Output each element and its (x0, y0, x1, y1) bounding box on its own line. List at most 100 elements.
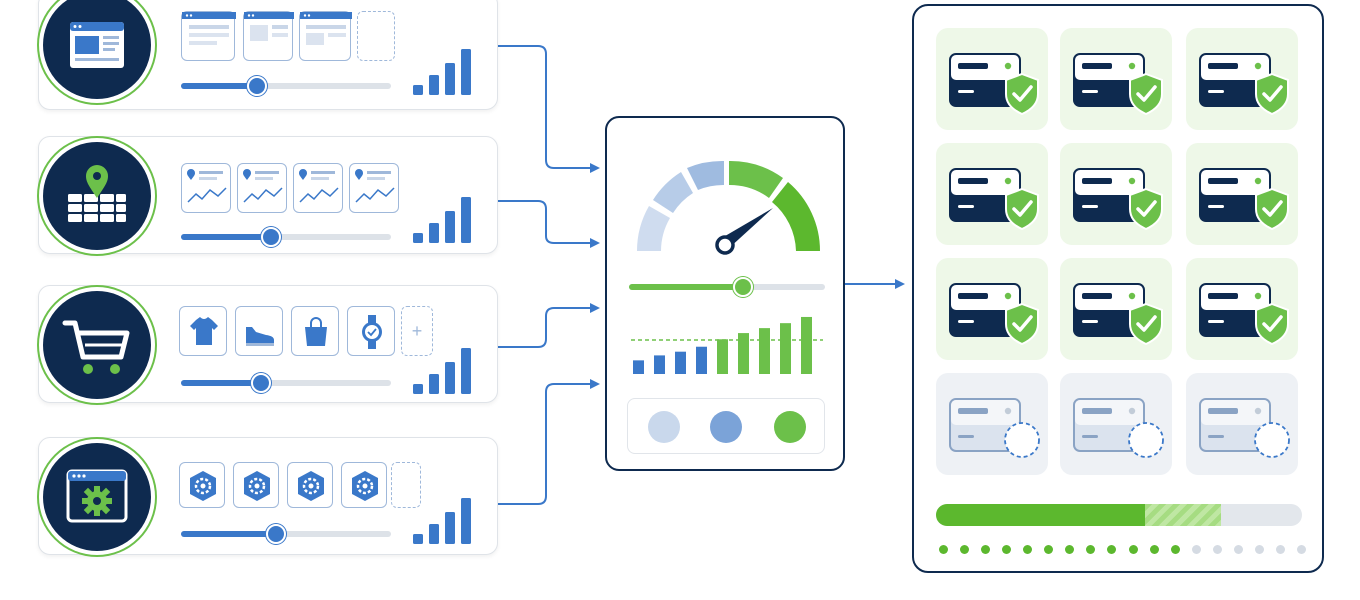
server-tile-protected[interactable] (1186, 258, 1298, 360)
load-bar (759, 328, 770, 374)
throughput-slider-handle[interactable] (732, 277, 753, 297)
server-tile-protected[interactable] (1186, 28, 1298, 130)
settings-window-icon (66, 469, 128, 523)
pending-circle-icon (1004, 422, 1040, 458)
server-icon (1199, 53, 1289, 116)
thumbnail-page-layout[interactable] (299, 11, 352, 61)
source-icon-badge (43, 142, 151, 250)
source-card-web[interactable] (38, 0, 498, 110)
step-dot-done (1023, 545, 1033, 554)
source-slider[interactable] (181, 524, 391, 544)
thumbnail-map-chart[interactable] (293, 163, 343, 213)
pending-circle-icon (1128, 422, 1164, 458)
step-dot-done (1002, 545, 1012, 554)
shopping-bag-icon (305, 317, 327, 346)
source-card-location[interactable] (38, 136, 498, 254)
throughput-slider[interactable] (629, 277, 825, 297)
step-dot-done (1170, 545, 1180, 554)
shield-check-icon (1005, 187, 1039, 231)
source-slider-handle[interactable] (265, 524, 286, 544)
thumbnail-page-layout[interactable] (181, 11, 236, 61)
thumbnail-shoe[interactable] (235, 306, 283, 356)
thumbnail-add-slot[interactable]: + (401, 306, 433, 356)
thumbnail-shopping-bag[interactable] (291, 306, 339, 356)
source-slider-handle[interactable] (246, 76, 267, 96)
source-card-services[interactable] (38, 437, 498, 555)
thumbnail-empty-slot[interactable] (357, 11, 395, 61)
thumbnail-hexagon-gear[interactable] (341, 462, 387, 508)
server-icon (1073, 168, 1163, 231)
server-tile-pending[interactable] (936, 373, 1048, 475)
server-icon (949, 398, 1040, 458)
server-tile-protected[interactable] (936, 143, 1048, 245)
signal-strength-icon (413, 197, 471, 243)
performance-monitor-panel (605, 116, 845, 471)
step-dot-done (981, 545, 991, 554)
thumbnail-map-chart[interactable] (237, 163, 287, 213)
hexagon-gear-icon (352, 471, 378, 501)
server-icon (949, 168, 1039, 231)
source-card-commerce[interactable]: + (38, 285, 498, 403)
load-bar (717, 339, 728, 374)
step-dot-pending (1275, 545, 1285, 554)
source-slider[interactable] (181, 373, 391, 393)
server-icon (1073, 283, 1163, 346)
shield-check-icon (1129, 302, 1163, 346)
thumbnail-t-shirt[interactable] (179, 306, 227, 356)
step-dot-done (939, 545, 948, 554)
load-bar (738, 333, 749, 374)
server-tile-protected[interactable] (1060, 143, 1172, 245)
thumbnail-watch[interactable] (347, 306, 395, 356)
load-bar (675, 351, 686, 374)
thumbnail-page-layout[interactable] (243, 11, 294, 61)
speedometer-icon (636, 160, 821, 255)
step-dot-pending (1233, 545, 1243, 554)
source-icon-badge (43, 291, 151, 399)
step-dot-done (960, 545, 970, 554)
thumbnail-map-chart[interactable] (181, 163, 231, 213)
step-dot-done (1065, 545, 1075, 554)
shield-check-icon (1005, 72, 1039, 116)
server-tile-protected[interactable] (936, 258, 1048, 360)
thumbnail-empty-slot[interactable] (391, 462, 421, 508)
server-tile-protected[interactable] (936, 28, 1048, 130)
source-slider-handle[interactable] (250, 373, 271, 393)
server-icon (1199, 398, 1290, 458)
server-tile-pending[interactable] (1060, 373, 1172, 475)
server-icon (1199, 283, 1289, 346)
load-bar (696, 346, 707, 374)
thumbnail-map-chart[interactable] (349, 163, 399, 213)
watch-icon (362, 315, 382, 349)
load-bar (780, 323, 791, 374)
thumbnail-hexagon-gear[interactable] (287, 462, 333, 508)
hexagon-gear-icon (190, 471, 216, 501)
server-icon (1199, 168, 1289, 231)
server-icon (949, 283, 1039, 346)
thumbnail-hexagon-gear[interactable] (233, 462, 279, 508)
add-icon: + (411, 321, 423, 341)
source-slider[interactable] (181, 227, 391, 247)
source-slider-handle[interactable] (261, 227, 282, 247)
source-slider-fill (181, 531, 276, 537)
server-icon (1073, 53, 1163, 116)
shopping-cart-icon (62, 320, 130, 374)
shield-check-icon (1255, 72, 1289, 116)
step-dot-done (1107, 545, 1117, 554)
load-bar (633, 360, 644, 374)
server-tile-protected[interactable] (1186, 143, 1298, 245)
source-slider[interactable] (181, 76, 391, 96)
server-tile-protected[interactable] (1060, 28, 1172, 130)
connector-2 (498, 200, 600, 248)
shield-check-icon (1129, 187, 1163, 231)
status-dot-idle (648, 411, 680, 443)
connector-3 (498, 303, 600, 348)
status-indicator-group (627, 398, 825, 454)
server-tile-protected[interactable] (1060, 258, 1172, 360)
rollout-progress-in-flight (1144, 504, 1222, 526)
shield-check-icon (1255, 187, 1289, 231)
thumbnail-hexagon-gear[interactable] (179, 462, 225, 508)
hexagon-gear-icon (298, 471, 324, 501)
server-tile-pending[interactable] (1186, 373, 1298, 475)
step-dot-done (1128, 545, 1138, 554)
